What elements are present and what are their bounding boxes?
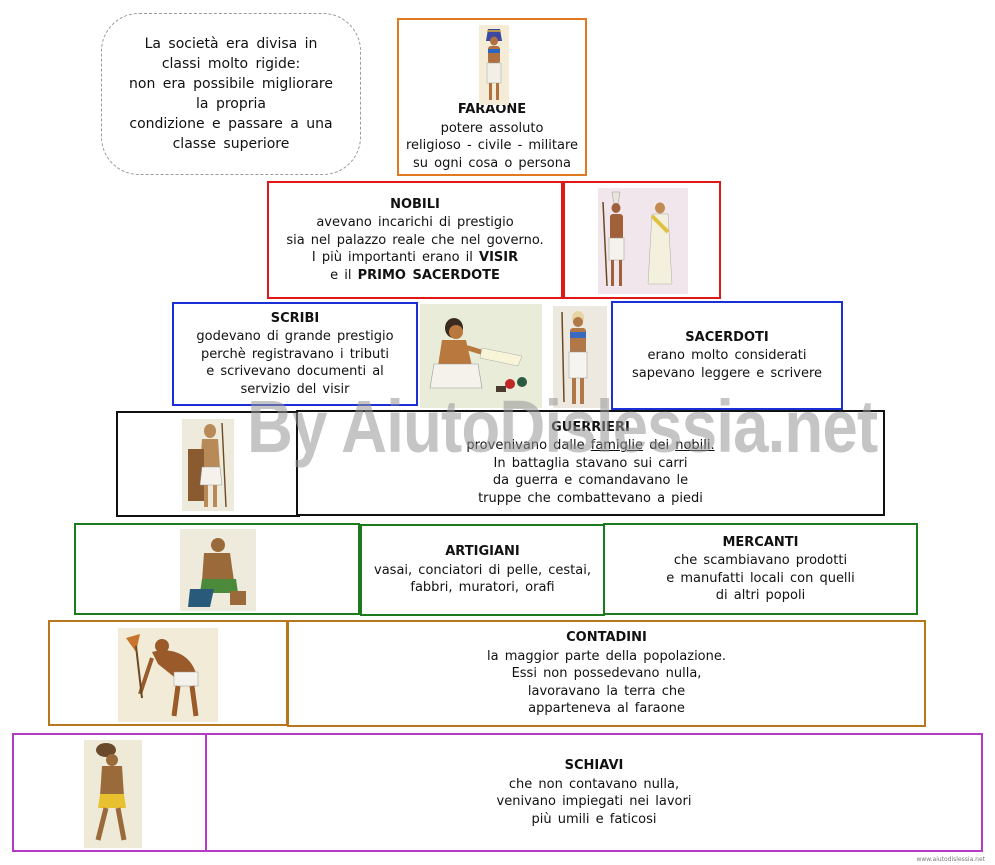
note-line: non era possibile migliorare [129,76,333,92]
sacerdoti-line: sapevano leggere e scrivere [631,365,823,381]
contadini-line: apparteneva al faraone [528,701,685,717]
nobili-word: nobili. [675,438,715,454]
schiavi-line: che non contavano nulla, [508,776,680,792]
nobili-line-visir: I più importanti erano il VISIR [312,249,518,267]
contadini-box: CONTADINI la maggior parte della popolaz… [287,620,926,727]
schiavi-line: venivano impiegati nei lavori [496,794,692,809]
priest-illustration [553,306,607,408]
guerrieri-title: GUERRIERI [551,419,630,435]
sacerdoti-title: SACERDOTI [685,329,769,345]
mercanti-box: MERCANTI che scambiavano prodotti e manu… [603,523,918,615]
scribe-illustration [420,304,542,408]
guerrieri-image-box [116,411,300,517]
artigiani-title: ARTIGIANI [445,544,520,560]
sacerdoti-line: erano molto considerati [647,348,807,364]
faraone-line: su ogni cosa o persona [413,155,571,171]
guerrieri-line: In battaglia stavano sui carri [493,455,688,471]
artigiani-line: fabbri, muratori, orafi [410,580,555,596]
nobili-and: e il [330,267,352,283]
mercanti-line: di altri popoli [715,588,806,603]
faraone-title: FARAONE [457,102,527,117]
contadini-line: la maggior parte della popolazione. [487,648,726,664]
faraone-line: religioso - civile - militare [405,138,579,153]
pharaoh-illustration [479,25,509,105]
artisan-illustration [180,529,256,611]
scribi-box: SCRIBI godevano di grande prestigio perc… [172,302,418,406]
guerrieri-text: provenivano dalle [466,438,585,454]
mercanti-line: che scambiavano prodotti [673,553,848,568]
contadini-title: CONTADINI [566,630,647,646]
schiavi-line: più umili e faticosi [531,811,657,827]
guerrieri-box: GUERRIERI provenivano dalle famiglie dei… [296,410,885,516]
scribi-line: godevano di grande prestigio [196,329,394,345]
intro-note: La società era divisa in classi molto ri… [101,13,361,175]
slave-illustration [84,740,142,848]
schiavi-box: SCHIAVI che non contavano nulla, venivan… [205,733,983,852]
contadini-line: Essi non possedevano nulla, [511,666,702,682]
nobili-line: avevano incarichi di prestigio [316,215,514,231]
sacerdoti-box: SACERDOTI erano molto considerati sapeva… [611,301,843,410]
nobili-line: sia nel palazzo reale che nel governo. [286,232,544,248]
nobili-box: NOBILI avevano incarichi di prestigio si… [267,181,563,299]
artigiani-image-box [74,523,360,615]
scribi-line: servizio del visir [240,381,350,397]
primo-sacerdote-label: PRIMO SACERDOTE [357,267,500,283]
guerrieri-text: dei [649,438,670,454]
mercanti-title: MERCANTI [722,534,799,550]
warrior-illustration [182,419,234,511]
artigiani-box: ARTIGIANI vasai, conciatori di pelle, ce… [360,524,605,616]
scribi-title: SCRIBI [270,310,320,326]
contadini-line: lavoravano la terra che [527,683,686,699]
nobili-image-box [563,181,721,299]
site-credit: www.aiutodislessia.net [916,856,985,863]
mercanti-line: e manufatti locali con quelli [666,570,855,586]
guerrieri-line: da guerra e comandavano le [492,473,689,489]
farmer-illustration [118,628,218,722]
note-line: la propria [196,96,266,112]
famiglie-word: famiglie [590,438,644,454]
note-line: classi molto rigide: [161,56,301,72]
nobili-title: NOBILI [390,196,440,212]
visir-label: VISIR [479,250,519,266]
faraone-line: potere assoluto [440,120,544,136]
contadini-image-box [48,620,288,726]
guerrieri-line: truppe che combattevano a piedi [478,490,703,506]
artigiani-line: vasai, conciatori di pelle, cestai, [374,562,591,578]
note-line: condizione e passare a una [129,116,333,132]
scribi-line: perchè registravano i tributi [201,346,389,362]
nobles-illustration [598,188,688,294]
schiavi-image-box [12,733,209,852]
note-line: La società era divisa in [144,36,318,52]
nobili-line-primo: e il PRIMO SACERDOTE [330,267,500,285]
guerrieri-line-1: provenivano dalle famiglie dei nobili. [466,437,714,455]
faraone-box: FARAONE potere assoluto religioso - civi… [397,18,587,176]
nobili-line: I più importanti erano il [311,250,473,266]
scribi-line: e scrivevano documenti al [206,364,384,380]
note-line: classe superiore [172,136,290,152]
schiavi-title: SCHIAVI [564,758,624,773]
